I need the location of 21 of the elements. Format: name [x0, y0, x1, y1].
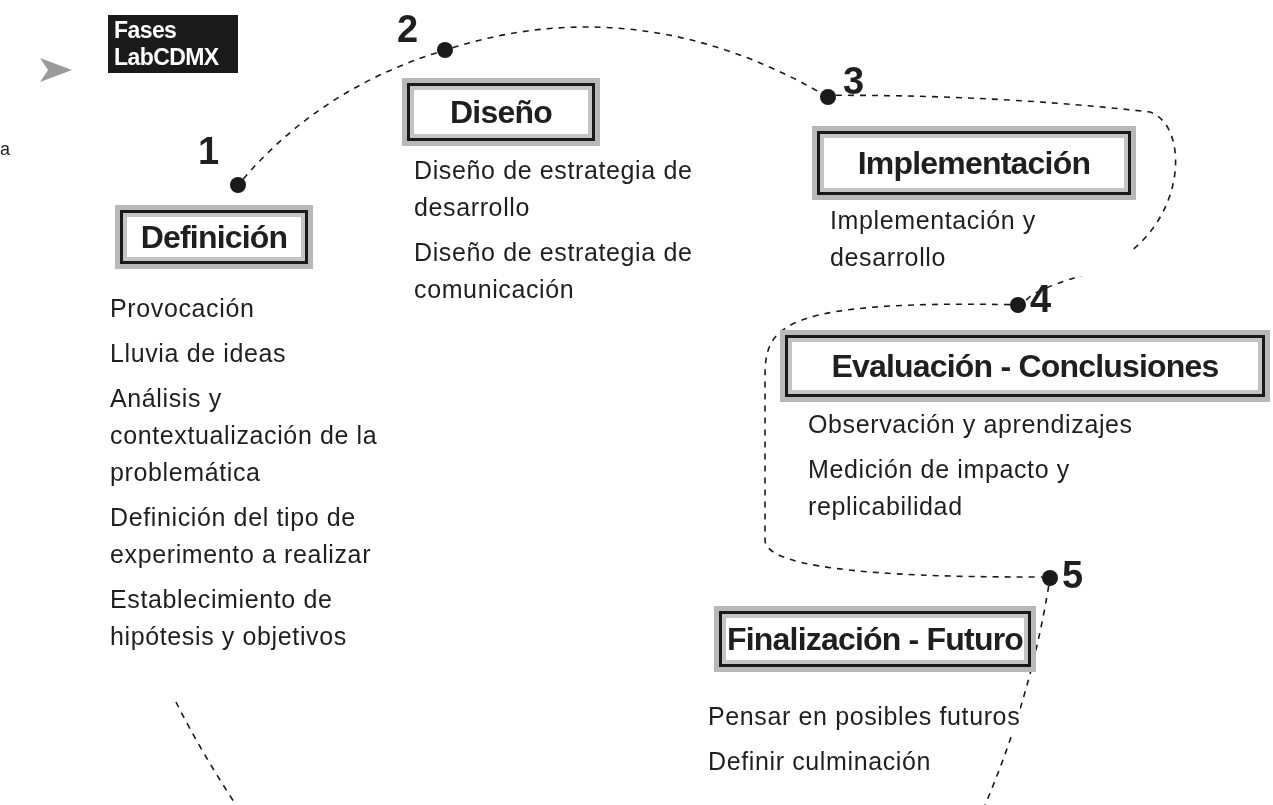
phase-number: 4 [1030, 280, 1052, 318]
dashed-connector [764, 303, 1043, 578]
phase-box [780, 330, 1270, 402]
phase-number: 5 [1062, 556, 1084, 594]
phase-box [402, 78, 600, 146]
dashed-connector [984, 585, 1050, 805]
phase-title: Definición [140, 221, 288, 253]
phase-title: Evaluación - Conclusiones [831, 350, 1219, 382]
cut-off-text: a [0, 138, 10, 161]
dashed-connector [835, 94, 1177, 303]
phase-title: Implementación [857, 147, 1091, 179]
title-banner: Fases LabCDMX [108, 15, 238, 73]
phase-number: 2 [397, 10, 419, 48]
phase-box [115, 205, 313, 269]
phase-number: 1 [198, 132, 220, 170]
dashed-connector [242, 51, 439, 180]
phase-box [714, 606, 1036, 672]
phase-title: Finalización - Futuro [726, 623, 1024, 655]
phase-title: Diseño [450, 96, 552, 128]
phase-number: 3 [843, 62, 865, 100]
phase-box [812, 126, 1136, 200]
